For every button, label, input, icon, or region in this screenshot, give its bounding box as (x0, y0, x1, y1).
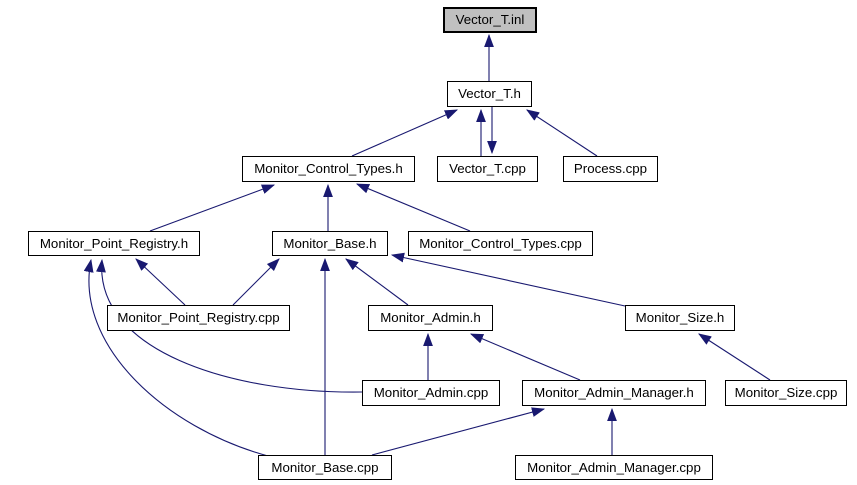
edge-monitor_admin_cpp-to-monitor_point_registry_h (96, 258, 363, 393)
edge-process_cpp-to-vector_t_h (526, 109, 598, 157)
graph-node-label: Monitor_Point_Registry.h (39, 235, 189, 251)
graph-node-vector_t_cpp[interactable]: Vector_T.cpp (437, 156, 538, 182)
edge-monitor_base_cpp-to-monitor_point_registry_h (83, 258, 269, 457)
graph-node-label: Monitor_Control_Types.h (254, 161, 403, 177)
edge-monitor_admin_manager_h-to-monitor_admin_h (469, 333, 581, 381)
graph-node-monitor_point_registry_cpp[interactable]: Monitor_Point_Registry.cpp (107, 305, 290, 331)
graph-node-monitor_size_h[interactable]: Monitor_Size.h (625, 305, 735, 331)
graph-node-label: Process.cpp (573, 161, 648, 177)
edge-monitor_control_types_h-to-vector_t_h (351, 109, 459, 157)
graph-node-label: Monitor_Control_Types.cpp (419, 235, 582, 251)
graph-node-label: Monitor_Size.cpp (734, 385, 838, 401)
edge-monitor_size_h-to-monitor_base_h (390, 252, 626, 307)
edge-monitor_size_cpp-to-monitor_size_h (698, 333, 771, 381)
graph-node-label: Monitor_Size.h (635, 310, 725, 326)
graph-node-monitor_point_registry_h[interactable]: Monitor_Point_Registry.h (28, 231, 200, 256)
edge-monitor_control_types_cpp-to-monitor_control_types_h (355, 183, 471, 232)
graph-node-monitor_admin_cpp[interactable]: Monitor_Admin.cpp (362, 380, 500, 406)
graph-node-monitor_base_cpp[interactable]: Monitor_Base.cpp (258, 455, 392, 480)
graph-node-label: Monitor_Point_Registry.cpp (117, 310, 280, 326)
graph-node-label: Vector_T.cpp (449, 161, 526, 177)
graph-node-monitor_admin_h[interactable]: Monitor_Admin.h (368, 305, 493, 331)
edge-monitor_point_registry_cpp-to-monitor_point_registry_h (135, 258, 186, 306)
edge-monitor_admin_h-to-monitor_base_h (345, 258, 409, 306)
edge-monitor_point_registry_cpp-to-monitor_base_h (232, 258, 280, 306)
graph-node-label: Monitor_Base.h (283, 235, 377, 251)
graph-node-label: Monitor_Admin_Manager.h (534, 385, 694, 401)
graph-node-vector_t_inl[interactable]: Vector_T.inl (443, 7, 537, 33)
graph-node-monitor_base_h[interactable]: Monitor_Base.h (272, 231, 388, 256)
graph-node-monitor_admin_manager_h[interactable]: Monitor_Admin_Manager.h (522, 380, 706, 406)
graph-node-monitor_size_cpp[interactable]: Monitor_Size.cpp (725, 380, 847, 406)
graph-node-label: Monitor_Base.cpp (271, 459, 379, 475)
graph-node-label: Monitor_Admin.cpp (373, 385, 489, 401)
graph-node-monitor_control_types_cpp[interactable]: Monitor_Control_Types.cpp (408, 231, 593, 256)
graph-node-label: Vector_T.h (458, 86, 521, 102)
graph-node-monitor_admin_manager_cpp[interactable]: Monitor_Admin_Manager.cpp (515, 455, 713, 480)
graph-node-label: Monitor_Admin.h (380, 310, 481, 326)
graph-node-monitor_control_types_h[interactable]: Monitor_Control_Types.h (242, 156, 415, 182)
graph-node-label: Vector_T.inl (455, 12, 525, 28)
graph-node-vector_t_h[interactable]: Vector_T.h (447, 81, 532, 107)
edge-monitor_point_registry_h-to-monitor_control_types_h (149, 184, 276, 232)
graph-node-process_cpp[interactable]: Process.cpp (563, 156, 658, 182)
edge-monitor_base_cpp-to-monitor_admin_manager_h (371, 407, 546, 456)
graph-node-label: Monitor_Admin_Manager.cpp (527, 459, 701, 475)
